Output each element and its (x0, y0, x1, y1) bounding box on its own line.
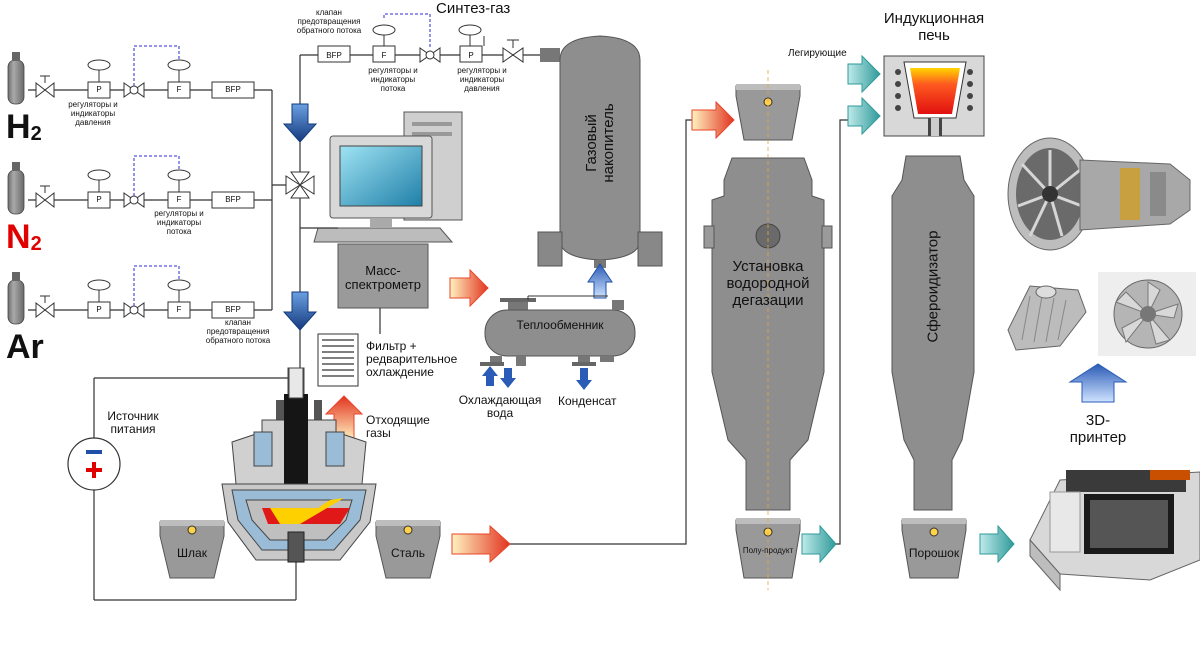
spheroidizer-label: Сфероидизатор (924, 230, 942, 343)
syngas-valve-train (317, 13, 524, 63)
alloy-arrow-2 (847, 96, 881, 136)
condensate-label: Конденсат (558, 394, 617, 408)
degassing-label: Установка водородной дегазации (726, 258, 810, 309)
train-tag-bfp: BFP (225, 85, 241, 94)
arrow-printer-to-parts (1068, 363, 1128, 403)
arrow-powder-to-printer (979, 524, 1015, 564)
power-source-label: Источник питания (107, 409, 159, 436)
power-circuit (93, 377, 297, 601)
arrow-to-storage (587, 263, 613, 299)
spheroidizer (891, 155, 975, 579)
p-tag-syngas: P (468, 51, 474, 60)
gas-cylinders (7, 52, 25, 325)
syngas-label: Синтез-газ (436, 0, 511, 17)
pressure-gauge-icon (87, 279, 111, 291)
valve-trains (35, 45, 255, 319)
powder-label: Порошок (908, 546, 960, 560)
pressure-gauge-icon (87, 59, 111, 71)
three-way-valve (285, 171, 315, 199)
label-flow-regulators-syngas: регуляторы и индикаторы потока (368, 66, 418, 93)
cylinder-ar (7, 272, 25, 325)
train-tag-f: F (176, 305, 182, 314)
cooling-water-label: Охлаждающая вода (458, 393, 542, 420)
arrow-into-degas-top (691, 100, 735, 140)
train-tag-f: F (176, 85, 182, 94)
steel-ladle (375, 520, 441, 579)
computer (313, 111, 463, 243)
check-valve-icon (211, 191, 255, 209)
induction-furnace (883, 55, 985, 137)
train-tag-bfp: BFP (225, 195, 241, 204)
cylinder-n2 (7, 162, 25, 215)
condensate-arrow (576, 368, 592, 390)
heat-exchanger-label: Теплообменник (516, 318, 604, 332)
shutoff-valve-icon (35, 301, 55, 319)
gas-label-h2: H2 (6, 108, 42, 146)
blue-arrow-down-2 (282, 291, 318, 331)
train-tag-p: P (96, 195, 102, 204)
gas-storage-label: Газовый накопитель (583, 103, 617, 183)
mass-spectrometer (337, 243, 429, 309)
flow-gauge-icon (167, 279, 191, 291)
label-pressure-regulators-h2: регуляторы и индикаторы давления (68, 100, 118, 127)
pressure-gauge-icon (87, 169, 111, 181)
arrow-semi-to-line (801, 524, 837, 564)
cooling-water-arrow-in (482, 366, 498, 386)
cooling-water-arrow-out (500, 368, 516, 388)
label-flow-regulators-n2: регуляторы и индикаторы потока (154, 209, 204, 236)
slag-ladle (159, 520, 225, 579)
shutoff-valve-icon (35, 191, 55, 209)
gas-storage-tank (537, 35, 663, 268)
printer-image (1029, 470, 1200, 592)
jet-engine-image (1000, 130, 1196, 260)
filter-label: Фильтр + редварительное охлаждение (366, 339, 458, 379)
heat-exchanger (480, 298, 636, 366)
arrow-ms-to-hx (449, 268, 489, 308)
power-source (67, 437, 121, 491)
gas-label-n2: N2 (6, 218, 42, 256)
manifold-part-image (1000, 272, 1092, 356)
exhaust-label: Отходящие газы (366, 413, 430, 440)
shutoff-valve-icon (35, 81, 55, 99)
train-tag-f: F (176, 195, 182, 204)
slag-label: Шлак (177, 546, 207, 560)
semi-product-label: Полу-продукт (742, 546, 794, 555)
alloying-label: Легирующие (788, 48, 847, 59)
cylinder-h2 (7, 52, 25, 105)
train-tag-p: P (96, 305, 102, 314)
turbine-impeller-image (1098, 272, 1196, 356)
gas-label-ar: Ar (6, 328, 44, 366)
train-tag-bfp: BFP (225, 305, 241, 314)
f-tag-syngas: F (381, 51, 387, 60)
check-valve-icon (211, 301, 255, 319)
arc-furnace (221, 367, 377, 563)
mass-spectrometer-label: Масс-спектрометр (345, 263, 421, 292)
flow-gauge-icon (167, 169, 191, 181)
label-pressure-regulators-syngas: регуляторы и индикаторы давления (457, 66, 507, 93)
train-tag-p: P (96, 85, 102, 94)
arrow-steel-to-degas (451, 524, 511, 564)
bfp-tag-syngas: BFP (326, 51, 342, 60)
printer-3d-label: 3D-принтер (1069, 412, 1127, 446)
blue-arrow-down-1 (282, 103, 318, 143)
flow-gauge-icon (167, 59, 191, 71)
check-valve-icon (211, 81, 255, 99)
label-check-valve-ar: клапан предотвращения обратного потока (205, 318, 271, 345)
steel-label: Сталь (391, 546, 425, 560)
filter-unit (317, 333, 359, 387)
induction-furnace-label: Индукционная печь (883, 10, 985, 44)
degassing-unit (703, 70, 833, 590)
label-check-valve-top: клапан предотвращения обратного потока (296, 8, 362, 35)
alloy-arrow-1 (847, 54, 881, 94)
